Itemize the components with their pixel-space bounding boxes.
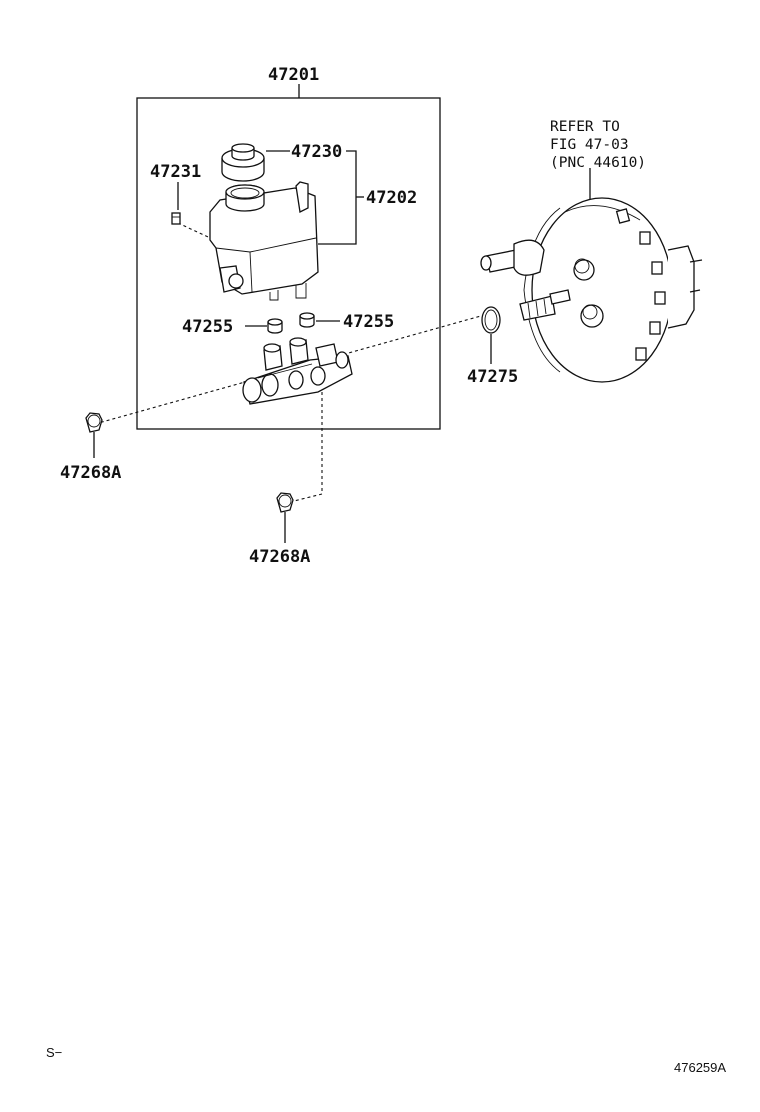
nut-left-part: [85, 412, 103, 433]
footer-left: S−: [46, 1045, 62, 1060]
footer-right: 476259A: [674, 1060, 726, 1075]
assembly-box: [136, 97, 441, 430]
refer-note-line2: FIG 47-03: [550, 137, 629, 153]
label-grommet-right: 47255: [343, 312, 394, 332]
label-reservoir: 47202: [366, 188, 417, 208]
refer-note-line1: REFER TO: [550, 119, 620, 135]
pin: [171, 212, 181, 225]
label-nut-left: 47268A: [60, 463, 121, 483]
grommet-left-part: [267, 318, 283, 334]
label-pin: 47231: [150, 162, 201, 182]
bottom-nut-dash: [289, 380, 323, 503]
label-grommet-left: 47255: [182, 317, 233, 337]
reservoir-tank: [209, 181, 319, 301]
label-o-ring: 47275: [467, 367, 518, 387]
label-assembly: 47201: [268, 65, 319, 85]
nut-bottom-part: [276, 492, 294, 513]
reservoir-cap: [221, 143, 265, 182]
grommet-right-part: [299, 312, 315, 328]
brake-booster: [480, 197, 703, 383]
label-cap: 47230: [291, 142, 342, 162]
refer-note-line3: (PNC 44610): [550, 155, 646, 171]
pin-dash: [177, 222, 237, 251]
o-ring-inner: [484, 309, 498, 331]
reservoir-bracket: [318, 150, 357, 245]
master-cylinder: [242, 337, 353, 405]
label-nut-bottom: 47268A: [249, 547, 310, 567]
